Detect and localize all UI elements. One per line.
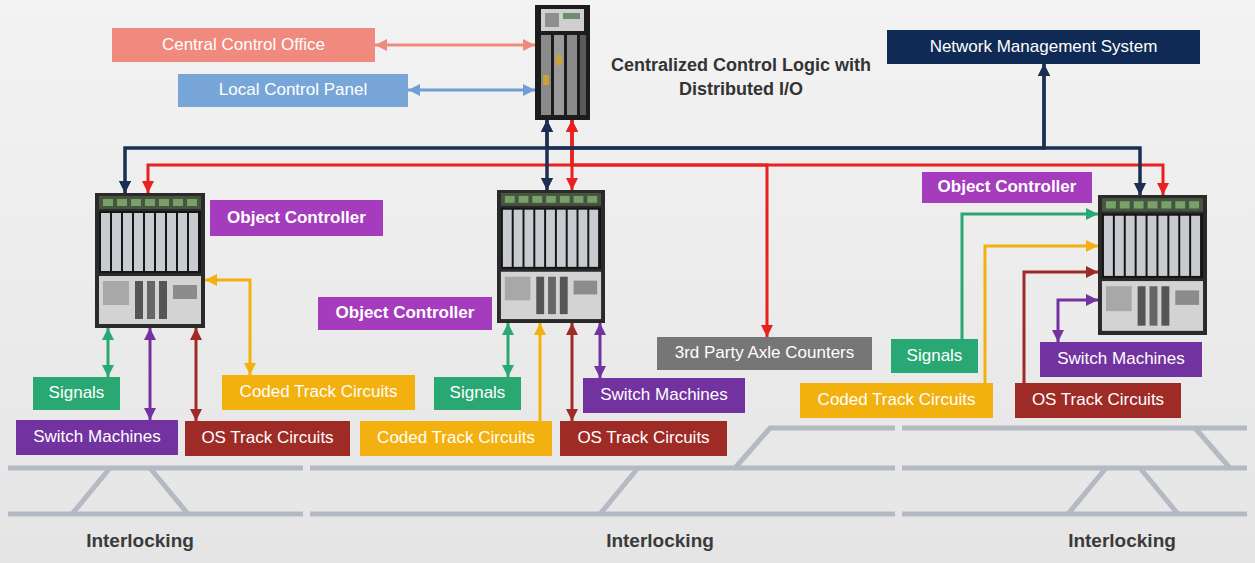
box-label: Signals bbox=[450, 383, 506, 403]
rack-picture bbox=[497, 190, 605, 323]
process-box: Signals bbox=[891, 339, 978, 373]
box-label: Signals bbox=[49, 383, 105, 403]
controller-label: Object Controller bbox=[227, 208, 366, 228]
connector-arrow bbox=[1058, 300, 1098, 342]
process-box: OS Track Circuits bbox=[1015, 383, 1181, 418]
track-rail bbox=[8, 466, 1247, 471]
box-label: OS Track Circuits bbox=[577, 428, 709, 448]
box-label: Coded Track Circuits bbox=[377, 428, 535, 448]
box-label: Network Management System bbox=[930, 37, 1158, 57]
process-box: Coded Track Circuits bbox=[360, 421, 552, 456]
controller-picture bbox=[535, 5, 590, 120]
connector-arrow bbox=[507, 323, 510, 377]
process-box: Coded Track Circuits bbox=[222, 375, 415, 410]
process-box: Coded Track Circuits bbox=[800, 383, 993, 418]
connector-arrow bbox=[962, 214, 1098, 339]
connector-arrow bbox=[408, 89, 535, 92]
connector-arrow bbox=[149, 328, 152, 420]
box-label: Coded Track Circuits bbox=[240, 382, 398, 402]
connector-arrow bbox=[195, 328, 198, 421]
box-label: 3rd Party Axle Counters bbox=[675, 343, 855, 363]
controller-rack: Object Controller bbox=[497, 190, 605, 323]
track-crossover bbox=[72, 468, 188, 514]
box-label: Switch Machines bbox=[33, 427, 161, 447]
heading-text: Centralized Control Logic with Distribut… bbox=[610, 53, 872, 102]
controller-label: Object Controller bbox=[938, 177, 1077, 197]
box-label: Signals bbox=[907, 346, 963, 366]
label-tag: Object Controller bbox=[318, 297, 492, 330]
rack-picture bbox=[95, 193, 205, 328]
rack-picture bbox=[1098, 195, 1207, 335]
section-label: Interlocking bbox=[1068, 530, 1176, 552]
connector-arrow bbox=[107, 328, 110, 377]
section-label: Interlocking bbox=[86, 530, 194, 552]
track-crossover bbox=[1068, 428, 1230, 514]
process-box: Signals bbox=[33, 377, 120, 410]
controller-rack: Object Controller bbox=[1098, 195, 1207, 335]
connector-arrow bbox=[539, 323, 542, 421]
box-label: OS Track Circuits bbox=[201, 428, 333, 448]
process-box: Switch Machines bbox=[583, 378, 745, 413]
process-box: OS Track Circuits bbox=[560, 421, 727, 456]
central-controller: Centralized Control Logic with Distribut… bbox=[535, 5, 590, 120]
box-label: Switch Machines bbox=[600, 385, 728, 405]
box-label: OS Track Circuits bbox=[1032, 390, 1164, 410]
rack-picture bbox=[497, 190, 605, 323]
track-rail bbox=[8, 512, 1247, 517]
connector-arrow bbox=[375, 44, 535, 47]
rack-picture bbox=[1098, 195, 1207, 335]
box-label: Coded Track Circuits bbox=[818, 390, 976, 410]
box-label: Central Control Office bbox=[162, 35, 325, 55]
box-label: Switch Machines bbox=[1057, 349, 1185, 369]
connector-arrow bbox=[205, 280, 250, 375]
connector-arrow bbox=[125, 120, 547, 193]
connector-arrow bbox=[599, 323, 602, 378]
box-label: Local Control Panel bbox=[219, 80, 367, 100]
section-label: Interlocking bbox=[606, 530, 714, 552]
connector-arrow bbox=[148, 120, 572, 193]
controller-rack: Object Controller bbox=[95, 193, 205, 328]
controller-picture bbox=[535, 5, 590, 120]
process-box: Signals bbox=[434, 377, 521, 410]
process-box: Central Control Office bbox=[112, 28, 375, 62]
process-box: Local Control Panel bbox=[178, 74, 408, 107]
process-box: Network Management System bbox=[887, 30, 1200, 64]
connector-arrow bbox=[571, 323, 574, 421]
process-box: Switch Machines bbox=[16, 420, 178, 455]
process-box: Switch Machines bbox=[1040, 342, 1202, 377]
process-box: OS Track Circuits bbox=[185, 421, 350, 456]
process-box: 3rd Party Axle Counters bbox=[657, 337, 872, 370]
rack-picture bbox=[95, 193, 205, 328]
controller-label: Object Controller bbox=[336, 303, 475, 323]
label-tag: Object Controller bbox=[210, 200, 383, 236]
label-tag: Object Controller bbox=[922, 172, 1092, 203]
